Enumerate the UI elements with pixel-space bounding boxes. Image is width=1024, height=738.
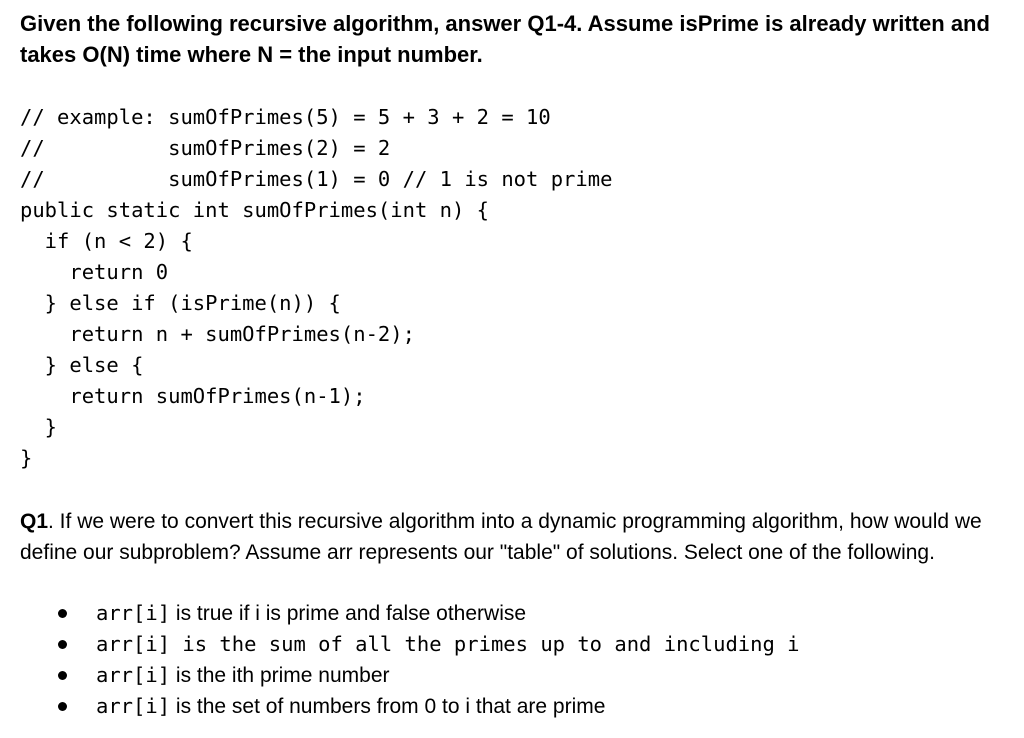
option-code: arr[i] bbox=[96, 601, 171, 625]
code-line: // example: sumOfPrimes(5) = 5 + 3 + 2 =… bbox=[20, 105, 551, 129]
intro-text: Given the following recursive algorithm,… bbox=[20, 11, 990, 67]
code-line: } bbox=[20, 446, 33, 470]
bullet-icon bbox=[58, 640, 67, 649]
code-line: if (n < 2) { bbox=[20, 229, 193, 253]
code-line: return sumOfPrimes(n-1); bbox=[20, 384, 366, 408]
question-number: Q1 bbox=[20, 510, 49, 533]
answer-options: arr[i] is true if i is prime and false o… bbox=[0, 598, 800, 722]
bullet-icon bbox=[58, 671, 67, 680]
code-line: } else if (isPrime(n)) { bbox=[20, 291, 341, 315]
code-line: return 0 bbox=[20, 260, 169, 284]
option-code: arr[i] bbox=[96, 663, 171, 687]
bullet-icon bbox=[58, 609, 67, 618]
code-block: // example: sumOfPrimes(5) = 5 + 3 + 2 =… bbox=[20, 102, 612, 474]
option-text: is the ith prime number bbox=[170, 664, 390, 687]
option-4[interactable]: arr[i] is the set of numbers from 0 to i… bbox=[0, 691, 800, 722]
bullet-icon bbox=[58, 702, 67, 711]
option-code: arr[i] bbox=[96, 694, 171, 718]
code-line: } bbox=[20, 415, 58, 439]
code-line: return n + sumOfPrimes(n-2); bbox=[20, 322, 415, 346]
option-2[interactable]: arr[i] is the sum of all the primes up t… bbox=[0, 629, 800, 660]
question-text: . If we were to convert this recursive a… bbox=[20, 510, 982, 564]
option-text: is true if i is prime and false otherwis… bbox=[170, 602, 527, 625]
code-line: // sumOfPrimes(1) = 0 // 1 is not prime bbox=[20, 167, 613, 191]
question-q1: Q1. If we were to convert this recursive… bbox=[20, 506, 1010, 568]
option-text: is the set of numbers from 0 to i that a… bbox=[170, 695, 606, 718]
code-line: // sumOfPrimes(2) = 2 bbox=[20, 136, 391, 160]
option-3[interactable]: arr[i] is the ith prime number bbox=[0, 660, 800, 691]
option-code: arr[i] is the sum of all the primes up t… bbox=[96, 632, 800, 656]
code-line: public static int sumOfPrimes(int n) { bbox=[20, 198, 489, 222]
option-1[interactable]: arr[i] is true if i is prime and false o… bbox=[0, 598, 800, 629]
code-line: } else { bbox=[20, 353, 144, 377]
